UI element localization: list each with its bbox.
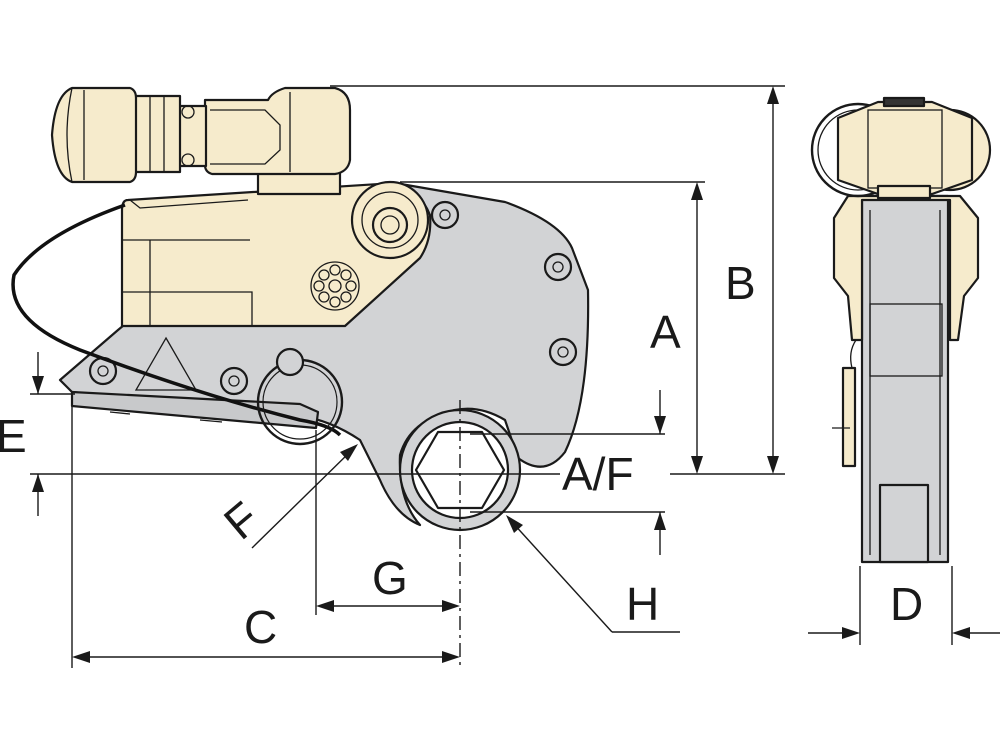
label-h: H xyxy=(626,578,659,630)
label-e: E xyxy=(0,410,27,462)
dimension-labels: B A A/F E F G C H D xyxy=(0,257,923,653)
safety-ring xyxy=(256,347,344,446)
swivel-port xyxy=(310,261,360,311)
label-g: G xyxy=(372,552,408,604)
label-af: A/F xyxy=(562,448,634,500)
label-a: A xyxy=(650,306,681,358)
bottom-plate xyxy=(70,390,320,430)
front-view xyxy=(810,96,992,564)
front-coupler xyxy=(810,96,992,200)
link-bolts xyxy=(88,200,578,396)
front-pin xyxy=(832,339,857,468)
label-d: D xyxy=(890,578,923,630)
pivot-boss xyxy=(350,180,430,260)
label-c: C xyxy=(244,601,277,653)
dimension-lines xyxy=(30,85,1000,668)
front-housing xyxy=(832,194,980,342)
hex-socket xyxy=(398,408,522,532)
side-view xyxy=(11,86,590,532)
label-b: B xyxy=(725,257,756,309)
warning-triangle-icon xyxy=(134,336,198,391)
hose xyxy=(11,203,342,437)
label-f: F xyxy=(214,491,269,549)
swivel-coupler xyxy=(50,86,352,196)
